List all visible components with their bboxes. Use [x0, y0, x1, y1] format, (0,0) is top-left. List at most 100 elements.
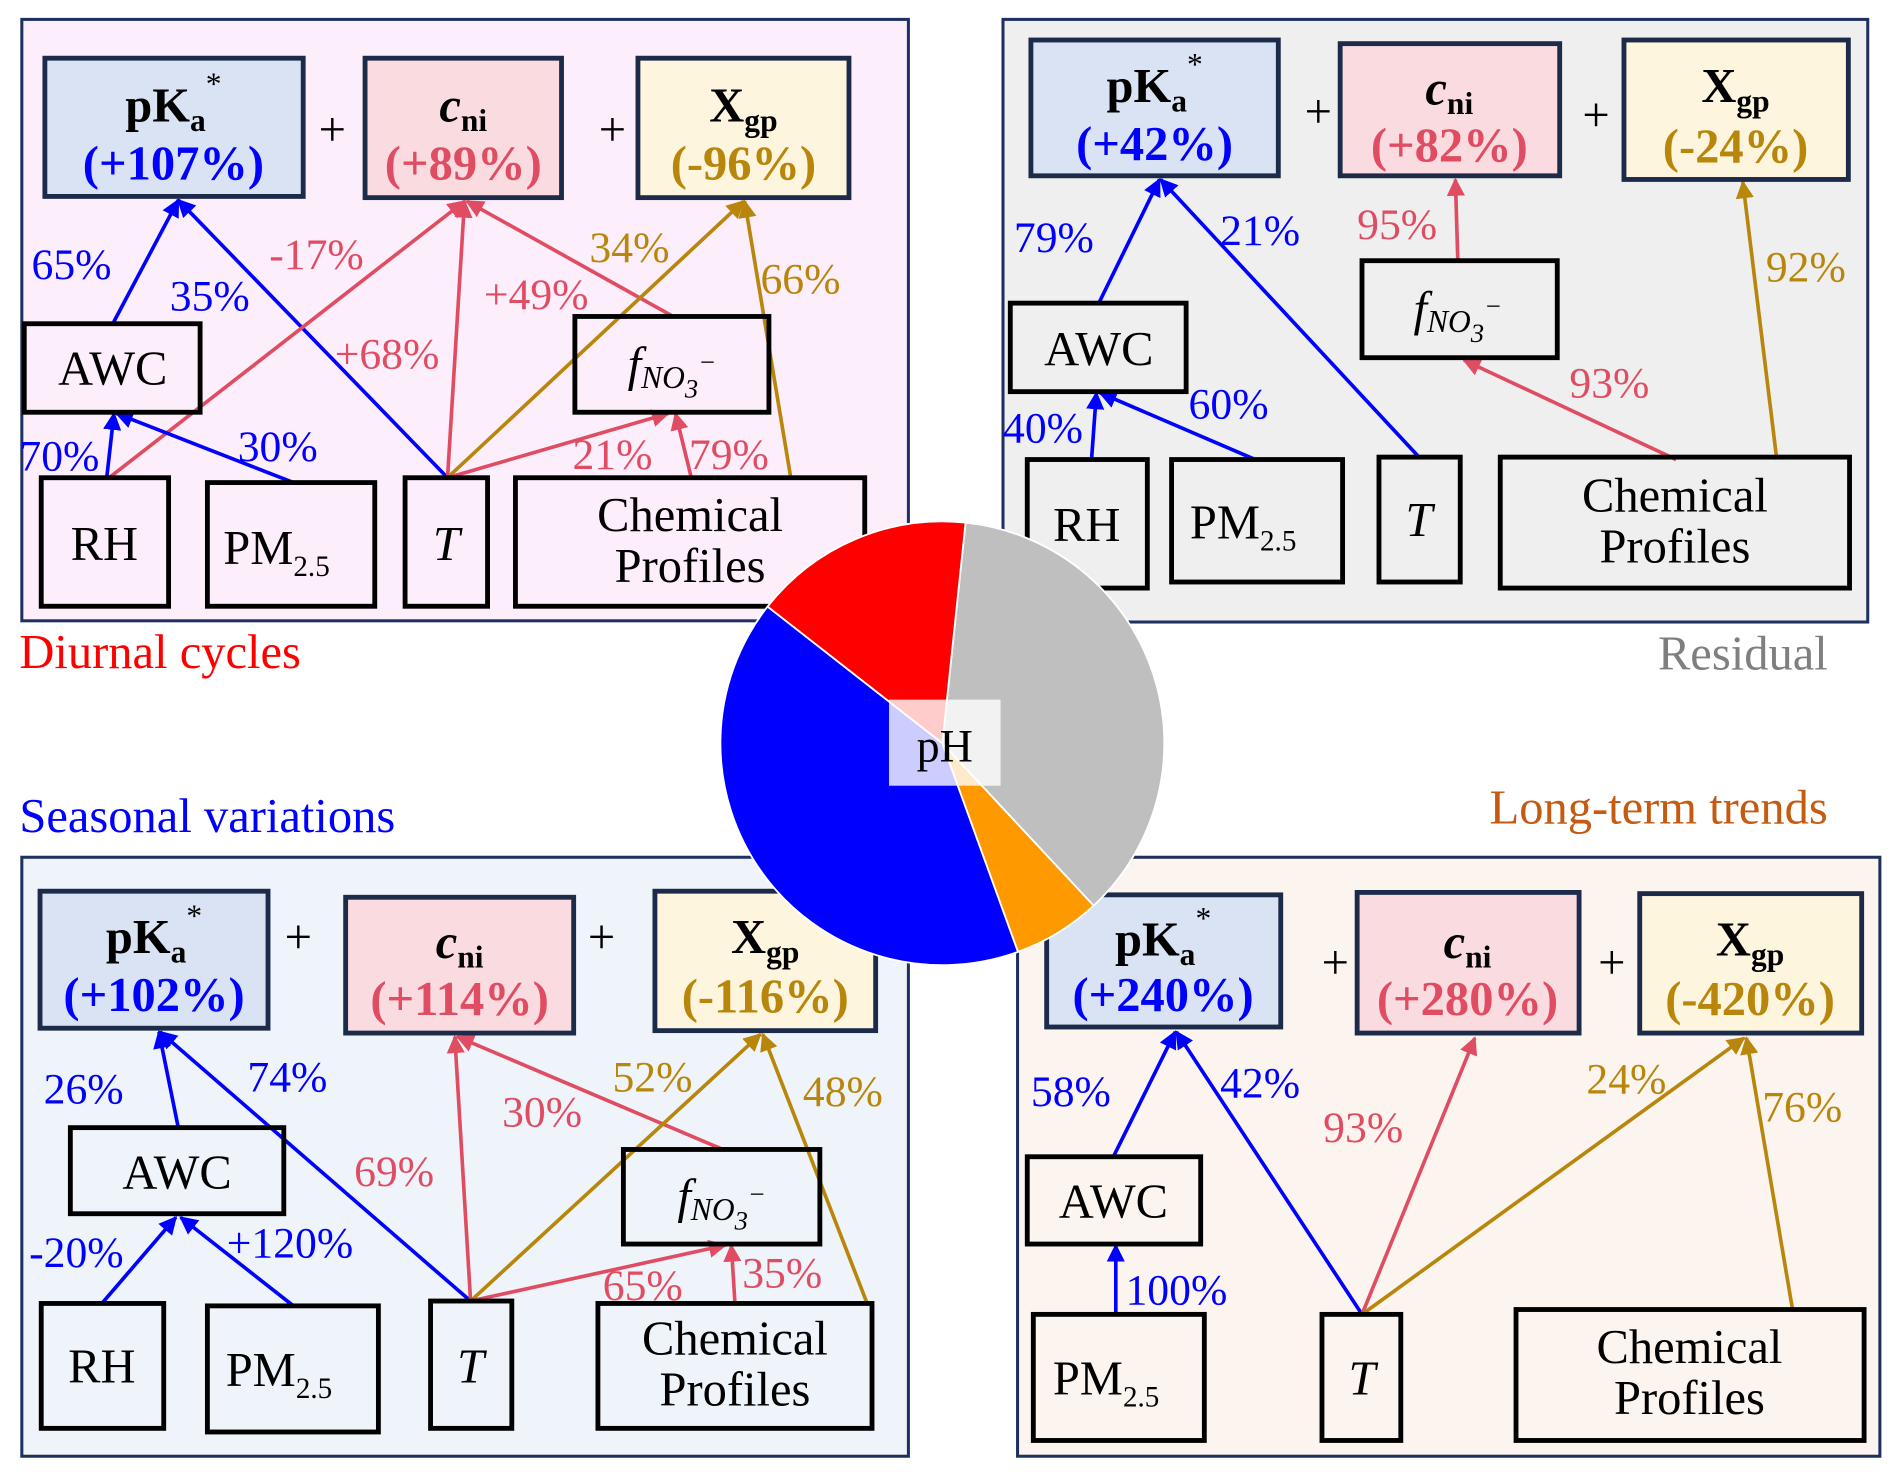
svg-text:cni: cni	[436, 916, 484, 975]
pka-value: (+240%)	[1072, 969, 1253, 1022]
edge-t-cni	[1360, 1036, 1478, 1316]
target-pka: pKa* (+240%)	[1044, 892, 1284, 1030]
svg-text:pKa*: pKa*	[106, 898, 202, 969]
plus-sign: +	[319, 104, 346, 157]
edge-t-pka	[1174, 1030, 1364, 1316]
node-rh: RH	[38, 1301, 167, 1431]
pct-t-pka: 35%	[170, 272, 250, 320]
cni-value: (+114%)	[370, 973, 549, 1026]
svg-text:PM2.5: PM2.5	[1190, 496, 1296, 557]
svg-text:RH: RH	[68, 1340, 135, 1393]
node-pm25: PM2.5	[204, 1303, 381, 1435]
svg-text:Chemical: Chemical	[597, 489, 783, 542]
target-pka: pKa* (+107%)	[42, 55, 306, 199]
node-t: T	[402, 475, 490, 609]
node-t: T	[1319, 1311, 1404, 1443]
svg-text:Profiles: Profiles	[1614, 1372, 1765, 1425]
pct-pm-awc: 100%	[1125, 1267, 1227, 1315]
edge-awc-pka	[1111, 1030, 1177, 1158]
edge-chem-fno3	[1462, 358, 1677, 462]
edge-fno3-cni	[455, 1034, 724, 1152]
node-chemical-profiles: Chemical Profiles	[595, 1301, 875, 1431]
svg-text:RH: RH	[1053, 499, 1120, 552]
node-rh: RH	[38, 475, 172, 609]
svg-text:pKa*: pKa*	[1106, 47, 1202, 118]
edge-t-cni	[446, 1034, 473, 1302]
xgp-value: (-96%)	[671, 137, 816, 190]
node-awc: AWC	[67, 1125, 287, 1217]
svg-text:Chemical: Chemical	[1582, 470, 1768, 523]
pct-chem-xgp: 76%	[1762, 1084, 1842, 1132]
pct-awc-pka: 26%	[44, 1065, 124, 1113]
plus-sign: +	[1598, 937, 1625, 990]
cni-value: (+82%)	[1371, 119, 1528, 172]
edge-awc-pka	[111, 198, 180, 325]
svg-text:AWC: AWC	[1044, 323, 1153, 376]
edge-chem-fno3	[670, 411, 694, 479]
pct-t-cni: 93%	[1323, 1104, 1403, 1152]
target-xgp: Xgp (-96%)	[635, 55, 852, 201]
svg-text:T: T	[457, 1340, 487, 1393]
edge-chem-xgp	[760, 1032, 869, 1305]
pka-value: (+107%)	[83, 137, 264, 190]
edge-t-xgp	[469, 1032, 762, 1303]
ph-center-label: pH	[888, 699, 1001, 786]
caption-longterm: Long-term trends	[1490, 781, 1828, 834]
pct-t-xgp: 34%	[589, 224, 669, 272]
edge-t-pka	[158, 1030, 472, 1303]
pct-awc-pka: 58%	[1031, 1068, 1111, 1116]
svg-text:Chemical: Chemical	[1597, 1321, 1783, 1374]
edge-pm-awc	[114, 410, 295, 485]
node-chemical-profiles: Chemical Profiles	[1513, 1307, 1867, 1443]
svg-text:Xgp: Xgp	[731, 911, 799, 970]
target-cni: cni (+280%)	[1354, 889, 1582, 1036]
node-pm25: PM2.5	[204, 480, 378, 609]
pct-t-pka: 42%	[1220, 1059, 1300, 1107]
pct-t-cni: +68%	[335, 331, 440, 379]
panel-longterm: pKa* (+240%) + cni (+280%) + Xgp (-420%)…	[1016, 855, 1882, 1458]
pct-pm-awc: 30%	[238, 423, 318, 471]
pie-slice-residual	[941, 521, 1166, 907]
plus-sign: +	[1322, 937, 1349, 990]
pct-t-fno3: 65%	[603, 1262, 683, 1310]
pct-t-fno3: 21%	[572, 431, 652, 479]
svg-text:T: T	[1406, 494, 1436, 547]
panel-diurnal: pKa* (+107%) + cni (+89%) + Xgp (-96%) A…	[19, 17, 910, 623]
svg-text:AWC: AWC	[1059, 1175, 1168, 1228]
edge-pm-awc	[1098, 390, 1256, 462]
node-chemical-profiles: Chemical Profiles	[1497, 454, 1852, 591]
pct-pm-awc: +120%	[227, 1219, 353, 1267]
pct-fno3-cni: +49%	[484, 271, 589, 319]
edge-t-fno3	[470, 1239, 728, 1303]
pct-chem-xgp: 48%	[803, 1068, 883, 1116]
node-t: T	[428, 1298, 515, 1431]
svg-text:Xgp: Xgp	[1701, 60, 1769, 119]
svg-text:cni: cni	[1425, 62, 1473, 121]
target-pka: pKa* (+102%)	[37, 888, 271, 1031]
caption-diurnal: Diurnal cycles	[19, 626, 301, 679]
svg-text:pKa*: pKa*	[1115, 901, 1211, 972]
pct-rh-awc: 70%	[19, 432, 99, 480]
edge-chem-xgp	[1740, 1036, 1795, 1310]
xgp-label: Xgp	[709, 79, 777, 138]
pct-rh-cni: -17%	[269, 231, 364, 279]
ph-label: pH	[917, 720, 973, 771]
ph-pie-chart	[719, 520, 1166, 967]
xgp-value: (-420%)	[1665, 973, 1835, 1026]
pka-label: pKa*	[125, 67, 221, 138]
pct-fno3-cni: 30%	[502, 1088, 582, 1136]
node-awc: AWC	[21, 321, 203, 415]
caption-seasonal: Seasonal variations	[19, 790, 395, 843]
svg-text:T: T	[1349, 1352, 1379, 1405]
pct-chem-xgp: 66%	[760, 255, 840, 303]
edge-fno3-cni	[1446, 177, 1465, 261]
svg-text:cni: cni	[1444, 916, 1492, 975]
pct-t-pka: 21%	[1220, 207, 1300, 255]
svg-text:Xgp: Xgp	[1716, 913, 1784, 972]
edge-chem-xgp	[1735, 180, 1779, 460]
pka-value: (+102%)	[63, 969, 244, 1022]
edge-t-fno3	[447, 409, 671, 480]
edge-t-cni	[445, 199, 473, 478]
edge-awc-pka	[1097, 177, 1162, 304]
svg-text:PM2.5: PM2.5	[1053, 1352, 1159, 1413]
